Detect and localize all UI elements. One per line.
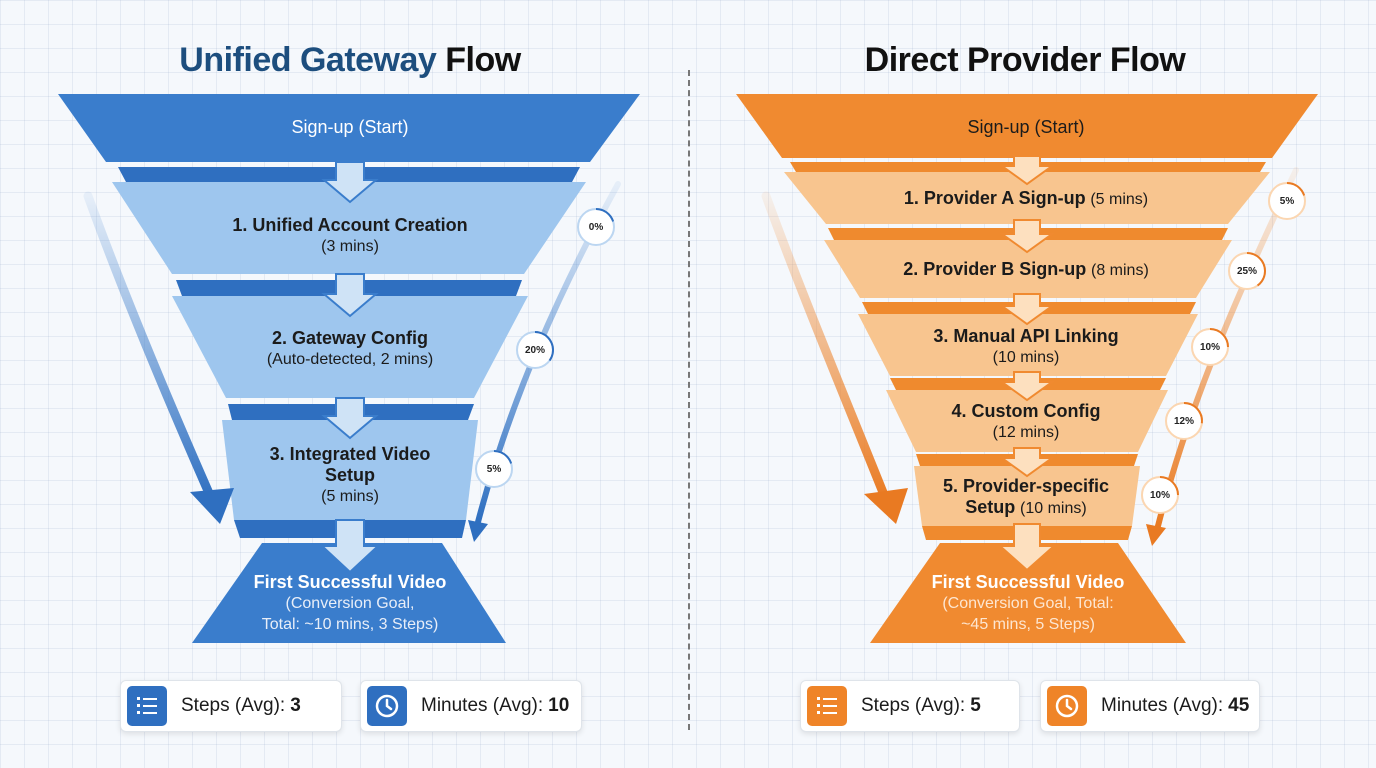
stage-title: 5. Provider-specific xyxy=(942,476,1110,496)
left-connector-4 xyxy=(319,519,381,574)
right-outer-arrow xyxy=(761,191,891,505)
goal-detail: (Conversion Goal, xyxy=(285,595,415,612)
steps-value: 3 xyxy=(290,695,301,716)
steps-label: Steps (Avg): xyxy=(181,695,286,716)
left-stage-2-shape xyxy=(172,296,528,398)
left-stage-2-label: 2. Gateway Config (Auto-detected, 2 mins… xyxy=(200,328,500,370)
stage-title: 4. Custom Config xyxy=(951,401,1101,421)
left-stage-3-label: 3. Integrated Video Setup (5 mins) xyxy=(230,444,470,507)
stage-title: 3. Integrated Video xyxy=(269,444,431,464)
left-minutes-card: Minutes (Avg):10 xyxy=(360,680,582,732)
right-minutes-card: Minutes (Avg):45 xyxy=(1040,680,1260,732)
left-dropoff-badge-2: 20% xyxy=(518,333,552,367)
stage-title: 2. Gateway Config xyxy=(271,328,429,348)
right-connector-3 xyxy=(998,293,1056,326)
list-icon xyxy=(127,686,167,726)
minutes-value: 10 xyxy=(548,695,570,716)
stage-detail: (5 mins) xyxy=(1090,191,1149,208)
center-divider xyxy=(688,70,690,730)
right-connector-2 xyxy=(998,219,1056,254)
left-steps-card: Steps (Avg):3 xyxy=(120,680,342,732)
left-connector-2 xyxy=(321,273,379,318)
right-dropoff-badge-2: 25% xyxy=(1230,254,1264,288)
stage-title: 3. Manual API Linking xyxy=(933,326,1119,346)
right-stage-2-label: 2. Provider B Sign-up (8 mins) xyxy=(856,259,1196,281)
right-steps-card: Steps (Avg):5 xyxy=(800,680,1020,732)
right-connector-5 xyxy=(998,447,1056,478)
stage-detail: (3 mins) xyxy=(321,238,379,255)
right-connector-1 xyxy=(998,155,1056,186)
left-outer-arrowhead xyxy=(190,488,234,524)
stage-detail: (12 mins) xyxy=(992,424,1060,441)
right-stage-0-label: Sign-up (Start) xyxy=(876,117,1176,138)
left-stage-1-shape xyxy=(112,182,586,274)
minutes-value: 45 xyxy=(1228,695,1250,716)
right-funnel xyxy=(736,94,1318,643)
direct-flow-title: Direct Provider Flow xyxy=(864,41,1186,79)
right-dropoff-badge-4: 12% xyxy=(1167,404,1201,438)
goal-title: First Successful Video xyxy=(931,572,1125,592)
left-stage-0-label: Sign-up (Start) xyxy=(200,117,500,138)
right-connector-6 xyxy=(997,523,1057,572)
left-outer-arrow xyxy=(83,191,217,505)
right-connector-4 xyxy=(998,371,1056,402)
right-dropoff-badge-3: 10% xyxy=(1193,330,1227,364)
left-stage-3-shape xyxy=(222,420,478,520)
stage-detail: (5 mins) xyxy=(321,488,379,505)
stage-detail: (10 mins) xyxy=(1020,500,1087,517)
right-stage-5-label: 5. Provider-specific Setup (10 mins) xyxy=(906,476,1146,519)
right-goal-shape xyxy=(870,543,1186,643)
stage-title-cont: Setup xyxy=(965,497,1016,517)
right-dropoff-badge-5: 10% xyxy=(1143,478,1177,512)
right-stage-1-shape xyxy=(784,172,1270,224)
left-inner-arrowhead xyxy=(468,520,488,542)
right-stage-4-label: 4. Custom Config (12 mins) xyxy=(896,401,1156,443)
clock-icon xyxy=(367,686,407,726)
left-connector-1 xyxy=(321,161,379,204)
left-funnel xyxy=(58,94,640,643)
clock-icon xyxy=(1047,686,1087,726)
left-goal-label: First Successful Video (Conversion Goal,… xyxy=(210,572,490,635)
stage-title: Sign-up (Start) xyxy=(291,117,409,137)
unified-flow-title: Unified Gateway Flow xyxy=(40,38,660,82)
stage-detail: (10 mins) xyxy=(992,349,1060,366)
stage-detail: (Auto-detected, 2 mins) xyxy=(266,351,434,368)
left-stage-0-shape xyxy=(58,94,640,162)
stage-detail: (8 mins) xyxy=(1090,262,1149,279)
left-dropoff-badge-3: 5% xyxy=(477,452,511,486)
right-goal-label: First Successful Video (Conversion Goal,… xyxy=(888,572,1168,635)
right-stage-5-shape xyxy=(914,466,1140,526)
right-stage-1-label: 1. Provider A Sign-up (5 mins) xyxy=(856,188,1196,210)
left-connector-3 xyxy=(321,397,379,440)
goal-detail-cont: Total: ~10 mins, 3 Steps) xyxy=(261,616,439,633)
goal-detail: (Conversion Goal, Total: xyxy=(942,595,1114,612)
right-stage-0-shape xyxy=(736,94,1318,158)
steps-label: Steps (Avg): xyxy=(861,695,966,716)
right-stage-3-shape xyxy=(858,314,1198,376)
list-icon xyxy=(807,686,847,726)
stage-title: 2. Provider B Sign-up xyxy=(903,259,1087,279)
right-inner-arrowhead xyxy=(1146,524,1166,546)
right-outer-arrowhead xyxy=(864,488,908,524)
stage-title: Sign-up (Start) xyxy=(967,117,1085,137)
left-goal-shape xyxy=(192,543,506,643)
stage-title-cont: Setup xyxy=(324,465,375,485)
right-stage-4-shape xyxy=(886,390,1168,452)
left-dropoff-badge-1: 0% xyxy=(579,210,613,244)
title-accent: Unified Gateway xyxy=(179,41,437,79)
steps-value: 5 xyxy=(970,695,981,716)
stage-title: 1. Provider A Sign-up xyxy=(903,188,1086,208)
right-stage-2-shape xyxy=(824,240,1232,298)
title-rest: Flow xyxy=(445,41,521,79)
stage-title: 1. Unified Account Creation xyxy=(232,215,468,235)
goal-detail-cont: ~45 mins, 5 Steps) xyxy=(961,616,1095,633)
goal-title: First Successful Video xyxy=(253,572,447,592)
minutes-label: Minutes (Avg): xyxy=(1101,695,1224,716)
minutes-label: Minutes (Avg): xyxy=(421,695,544,716)
left-stage-1-label: 1. Unified Account Creation (3 mins) xyxy=(180,215,520,257)
right-dropoff-badge-1: 5% xyxy=(1270,184,1304,218)
right-stage-3-label: 3. Manual API Linking (10 mins) xyxy=(876,326,1176,368)
